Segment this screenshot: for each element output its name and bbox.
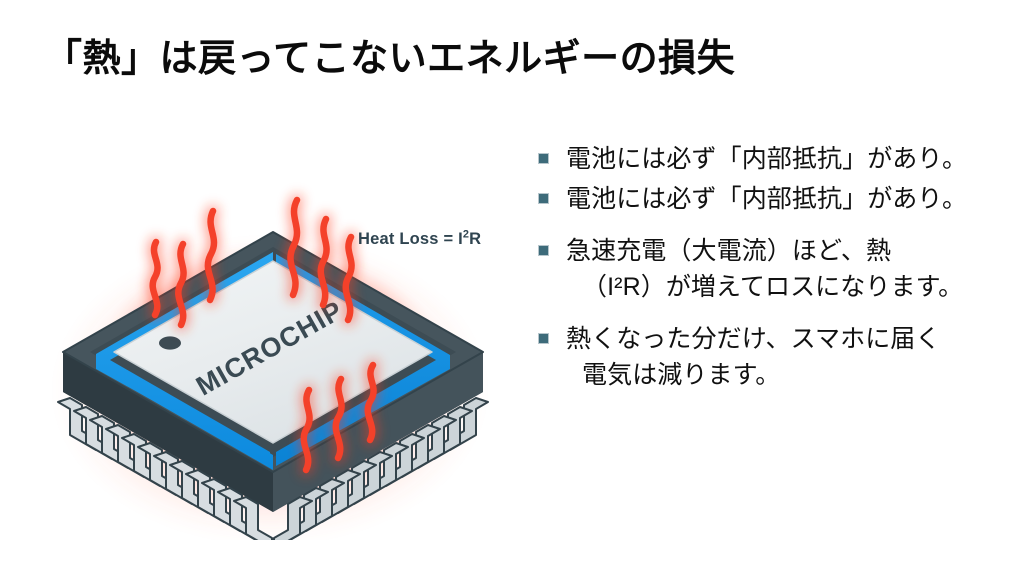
bullet-text-1: 電池には必ず「内部抵抗」があり。 xyxy=(566,142,1016,178)
bullet-text-3: 急速充電（大電流）ほど、熱 （I²R）が増えてロスになります。 xyxy=(566,234,1016,305)
bullet-line: 電池には必ず「内部抵抗」があり。 xyxy=(566,184,968,213)
bullet-item-3: 急速充電（大電流）ほど、熱 （I²R）が増えてロスになります。 xyxy=(538,234,1016,305)
heat-loss-formula-suffix: R xyxy=(469,230,482,248)
bullet-text-2: 電池には必ず「内部抵抗」があり。 xyxy=(566,182,1016,218)
heat-loss-formula: Heat Loss = I2R xyxy=(358,228,482,249)
chip-index-dot xyxy=(159,336,181,350)
heat-waves xyxy=(147,194,380,476)
chip-pins-front xyxy=(57,397,489,540)
bullet-square-icon xyxy=(538,192,549,204)
bullet-square-icon xyxy=(538,245,549,256)
bullet-item-1: 電池には必ず「内部抵抗」があり。 xyxy=(538,142,1016,178)
bullet-item-4: 熱くなった分だけ、スマホに届く電気は減ります。 xyxy=(538,322,1016,393)
page-title: 「熱」は戻ってこないエネルギーの損失 xyxy=(44,38,736,80)
bullet-line: 急速充電（大電流）ほど、熱 xyxy=(566,237,892,265)
bullet-line: 電池には必ず「内部抵抗」があり。 xyxy=(566,145,968,173)
microchip-illustration: MICROCHIP xyxy=(18,140,528,540)
bullet-item-2: 電池には必ず「内部抵抗」があり。 xyxy=(538,182,1016,218)
heat-loss-formula-prefix: Heat Loss = I xyxy=(358,230,463,248)
bullet-list: 電池には必ず「内部抵抗」があり。 電池には必ず「内部抵抗」があり。 急速充電（大… xyxy=(538,142,1016,397)
heat-loss-formula-exponent: 2 xyxy=(462,228,470,241)
bullet-line-continued: 電気は減ります。 xyxy=(582,360,781,389)
bullet-text-4: 熱くなった分だけ、スマホに届く電気は減ります。 xyxy=(566,322,1016,393)
bullet-square-icon xyxy=(538,153,549,164)
bullet-line: 熱くなった分だけ、スマホに届く xyxy=(566,325,941,353)
bullet-square-icon xyxy=(538,333,549,344)
bullet-line-continued: （I²R）が増えてロスになります。 xyxy=(582,272,964,301)
